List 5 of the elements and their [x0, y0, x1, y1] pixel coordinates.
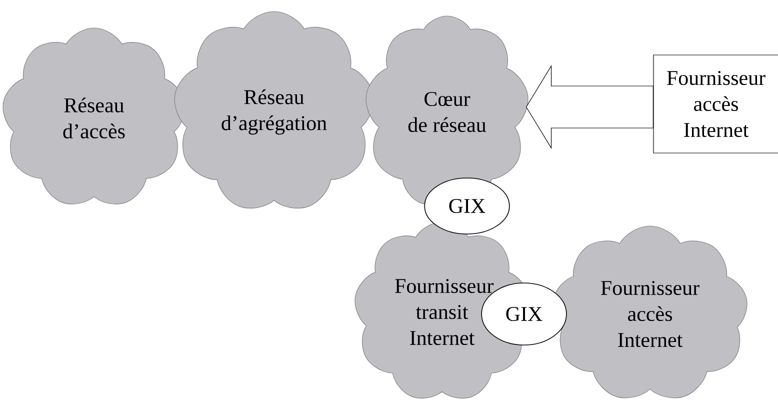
network-cloud: Fournisseur accès Internet: [552, 226, 748, 398]
hollow-arrow: [526, 64, 654, 150]
network-cloud: Réseau d’agrégation: [174, 11, 374, 208]
network-cloud: Réseau d’accès: [2, 28, 186, 204]
provider-box: Fournisseur accès Internet: [653, 54, 778, 154]
